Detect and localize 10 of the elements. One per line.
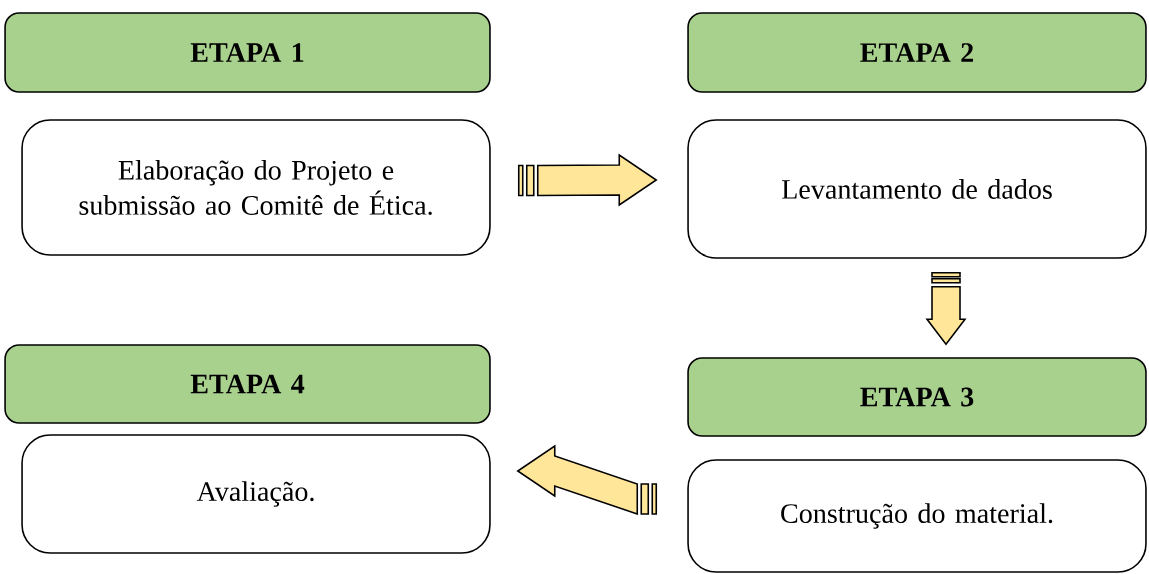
step-box: Avaliação. bbox=[21, 434, 491, 554]
step-box: Construção do material. bbox=[687, 459, 1147, 573]
block-arrow bbox=[925, 271, 967, 346]
block-arrow bbox=[517, 153, 658, 207]
stage-header: ETAPA 3 bbox=[687, 357, 1147, 437]
stage-header: ETAPA 1 bbox=[4, 12, 491, 93]
stage-header: ETAPA 4 bbox=[4, 344, 491, 424]
stage-header: ETAPA 2 bbox=[687, 12, 1147, 93]
step-box: Elaboração do Projeto e submissão ao Comitê de Ética. bbox=[21, 119, 491, 256]
step-box: Levantamento de dados bbox=[687, 119, 1147, 259]
